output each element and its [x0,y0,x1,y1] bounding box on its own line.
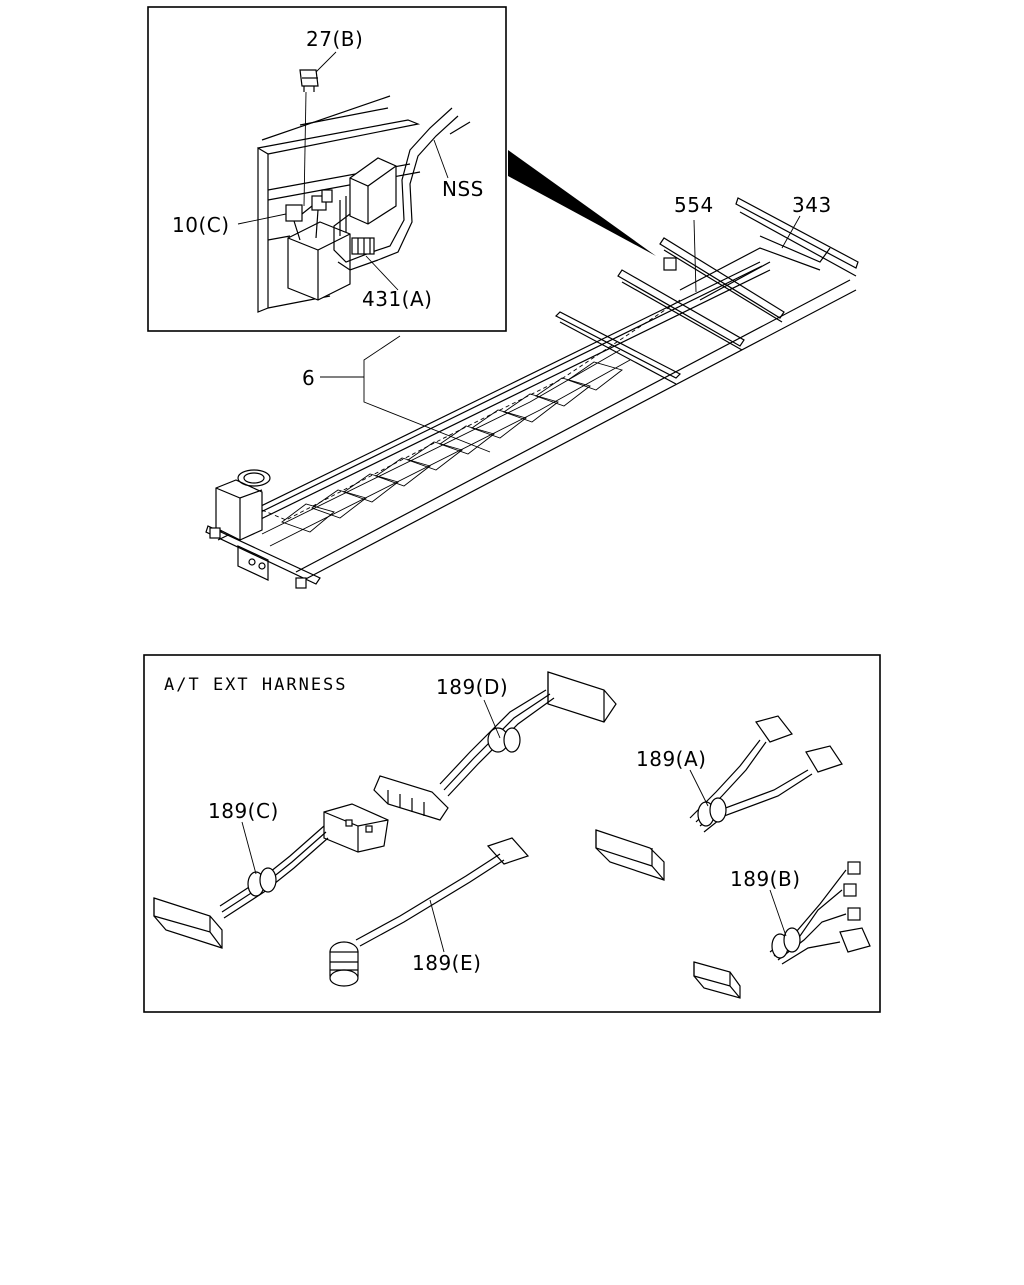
inset-detail: 27(B) 10(C) NSS 431(A) [147,6,507,332]
label-554: 554 [674,193,714,217]
label-nss: NSS [442,177,484,201]
label-431a: 431(A) [362,287,432,311]
label-189a: 189(A) [636,747,706,771]
harness-189a [595,715,843,881]
front-end [205,469,321,589]
harness-189d [373,671,617,821]
label-27b: 27(B) [306,27,363,51]
fuse-icon [299,69,319,207]
label-189c: 189(C) [208,799,279,823]
harness-title: A/T EXT HARNESS [164,675,348,695]
frame-chassis: 6 554 343 [205,193,859,589]
detail-pointer [508,150,656,256]
label-189d: 189(D) [436,675,508,699]
ladder-panels [261,349,631,547]
connector-431a [351,237,375,255]
cross-members [554,197,859,385]
relay-box-upper [349,157,397,225]
harness-189c [153,803,389,949]
label-343: 343 [792,193,832,217]
frame-connector [663,257,677,271]
harness-189b [693,861,871,999]
inset-wires [333,107,471,271]
harness-box: A/T EXT HARNESS [143,654,881,1013]
control-box-lower [287,221,351,301]
label-189e: 189(E) [412,951,481,975]
label-189b: 189(B) [730,867,801,891]
label-6: 6 [302,366,315,390]
relay-icon [285,189,333,241]
sensor-icon [329,837,530,987]
label-10c: 10(C) [172,213,230,237]
